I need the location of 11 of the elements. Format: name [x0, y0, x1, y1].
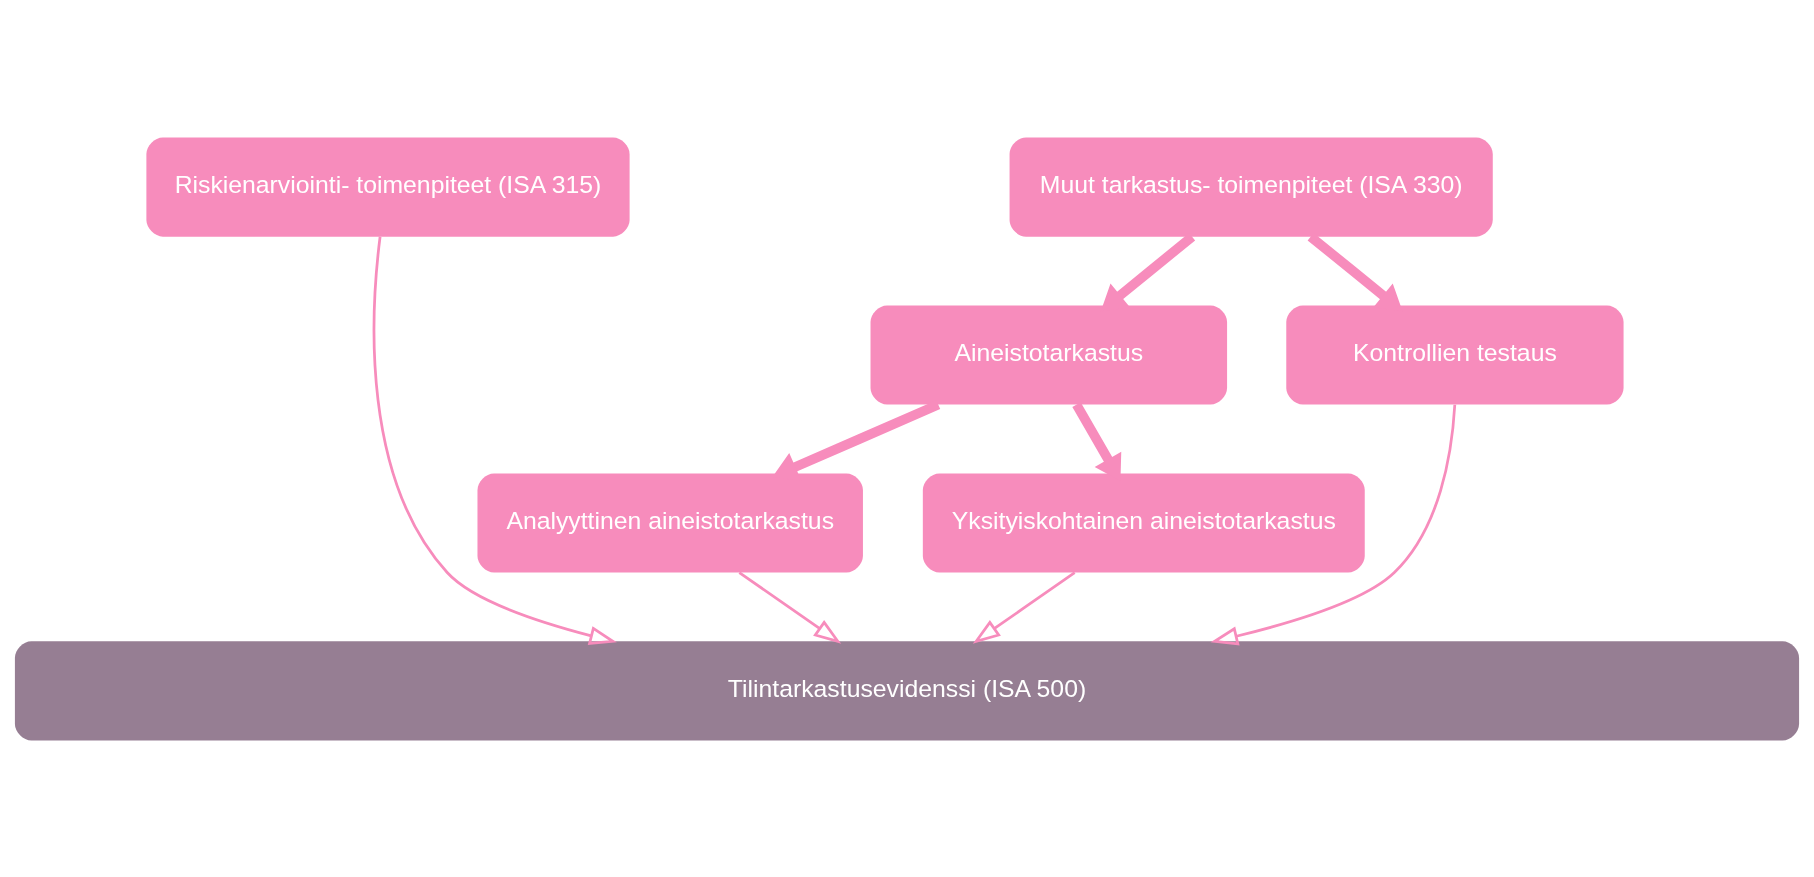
node-box: Tilintarkastusevidenssi (ISA 500)	[14, 640, 1800, 740]
arrow	[372, 236, 617, 645]
node-box: Yksityiskohtainen aineistotarkastus	[922, 472, 1365, 573]
arrow	[972, 570, 1076, 644]
node-box: Muut tarkastus- toimenpiteet (ISA 330)	[1009, 137, 1493, 237]
node-box: Aineistotarkastus	[870, 304, 1228, 405]
arrow	[1210, 404, 1457, 645]
arrow	[738, 570, 842, 644]
node-box: Kontrollien testaus	[1286, 304, 1624, 405]
node-box: Riskienarviointi- toimenpiteet (ISA 315)	[146, 137, 630, 237]
node-box: Analyyttinen aineistotarkastus	[477, 472, 863, 573]
